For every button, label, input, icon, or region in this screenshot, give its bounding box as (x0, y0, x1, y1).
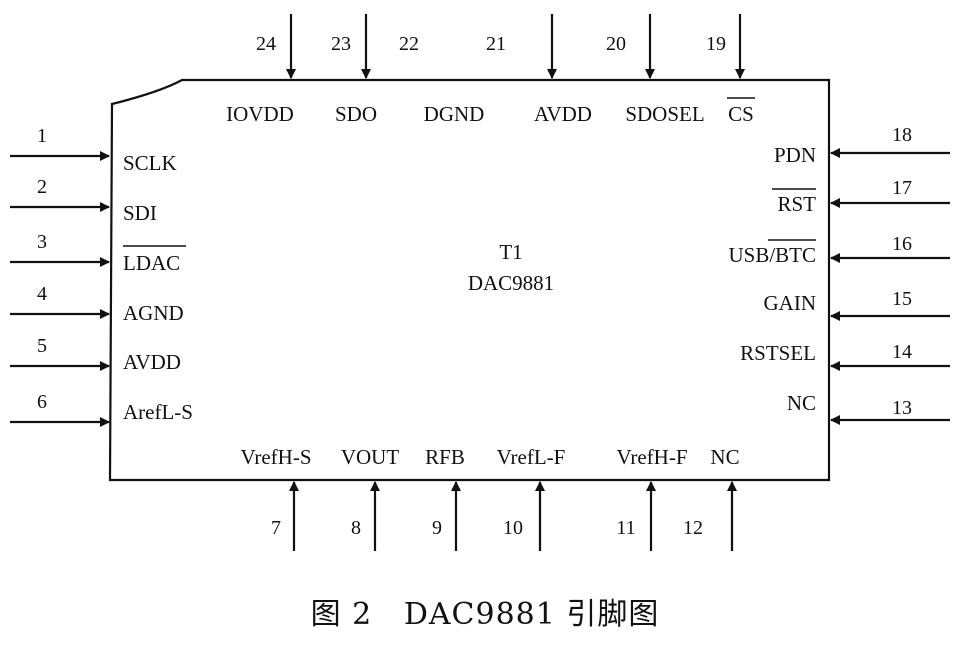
pin-21: 21 AVDD (486, 14, 592, 126)
pin-label: PDN (774, 143, 816, 167)
pin-15: 15 GAIN (764, 288, 950, 321)
pin-number: 24 (256, 33, 276, 55)
pin-3: 3 LDAC (10, 231, 186, 275)
pin-number: 14 (892, 341, 912, 363)
pin-label: RFB (425, 445, 465, 469)
pin-label: LDAC (123, 251, 180, 275)
pin-label: SDOSEL (625, 102, 704, 126)
pin-5: 5 AVDD (10, 335, 181, 374)
pin-label-prefix: USB/ (728, 243, 775, 267)
pin-number: 4 (37, 283, 47, 305)
pin-label: NC (710, 445, 739, 469)
pin-19: 19 CS (706, 14, 755, 126)
pin-number: 6 (37, 391, 47, 413)
pin-23: 23 SDO (331, 14, 377, 126)
pin-number: 20 (606, 33, 626, 55)
pin-2: 2 SDI (10, 176, 157, 225)
pin-number: 5 (37, 335, 47, 357)
pin-number: 19 (706, 33, 726, 55)
pin-7: 7 VrefH-S (240, 445, 312, 551)
pin-label: AVDD (534, 102, 592, 126)
pin-1: 1 SCLK (10, 125, 177, 175)
pin-label: DGND (424, 102, 485, 126)
pin-number: 15 (892, 288, 912, 310)
pin-label: ArefL-S (123, 400, 193, 424)
pin-8: 8 VOUT (341, 445, 399, 551)
pin-label: CS (728, 102, 754, 126)
pin-label: RST (777, 192, 816, 216)
pin-label: GAIN (764, 291, 817, 315)
pin-number: 2 (37, 176, 47, 198)
pin-number: 10 (503, 517, 523, 539)
pin-number: 23 (331, 33, 351, 55)
pin-12: 12 NC (683, 445, 740, 551)
pin-number: 8 (351, 517, 361, 539)
pin-14: 14 RSTSEL (740, 341, 950, 371)
pin-10: 10 VrefL-F (497, 445, 566, 551)
pin-13: 13 NC (787, 391, 950, 425)
pin-label: RSTSEL (740, 341, 816, 365)
pin-label: SCLK (123, 151, 177, 175)
chip-body (108, 78, 831, 482)
pin-number: 9 (432, 517, 442, 539)
pin-label: AVDD (123, 350, 181, 374)
pin-label: SDI (123, 201, 157, 225)
pin-11: 11 VrefH-F (616, 445, 688, 551)
pin-number: 13 (892, 397, 912, 419)
pin-label: SDO (335, 102, 377, 126)
pin-24: 24 IOVDD (226, 14, 296, 126)
pin-number: 22 (399, 33, 419, 55)
pin-number: 16 (892, 233, 912, 255)
pin-label: AGND (123, 301, 184, 325)
pin-label: USB/BTC (728, 243, 816, 267)
pin-6: 6 ArefL-S (10, 391, 193, 427)
pin-9: 9 RFB (425, 445, 465, 551)
pin-number: 7 (271, 517, 281, 539)
pin-label-barred: BTC (775, 243, 816, 267)
pin-17: 17 RST (772, 177, 950, 216)
pin-20: 20 SDOSEL (606, 14, 705, 126)
pin-label: VrefH-F (616, 445, 687, 469)
pin-label: VrefH-S (240, 445, 311, 469)
pin-number: 18 (892, 124, 912, 146)
chip-part-number: DAC9881 (468, 271, 554, 295)
pin-22: 22 DGND (399, 33, 484, 126)
figure-caption: 图 2 DAC9881 引脚图 (311, 597, 660, 632)
pin-label: VOUT (341, 445, 399, 469)
pin-number: 11 (616, 517, 635, 539)
chip-designator: T1 (499, 240, 522, 264)
pin-18: 18 PDN (774, 124, 950, 167)
pin-16: 16 USB/BTC (728, 233, 950, 267)
pin-label: NC (787, 391, 816, 415)
pin-label: IOVDD (226, 102, 294, 126)
pin-label: VrefL-F (497, 445, 566, 469)
pin-number: 3 (37, 231, 47, 253)
pin-4: 4 AGND (10, 283, 184, 325)
pin-number: 12 (683, 517, 703, 539)
pin-number: 21 (486, 33, 506, 55)
pin-number: 17 (892, 177, 912, 199)
pin-number: 1 (37, 125, 47, 147)
